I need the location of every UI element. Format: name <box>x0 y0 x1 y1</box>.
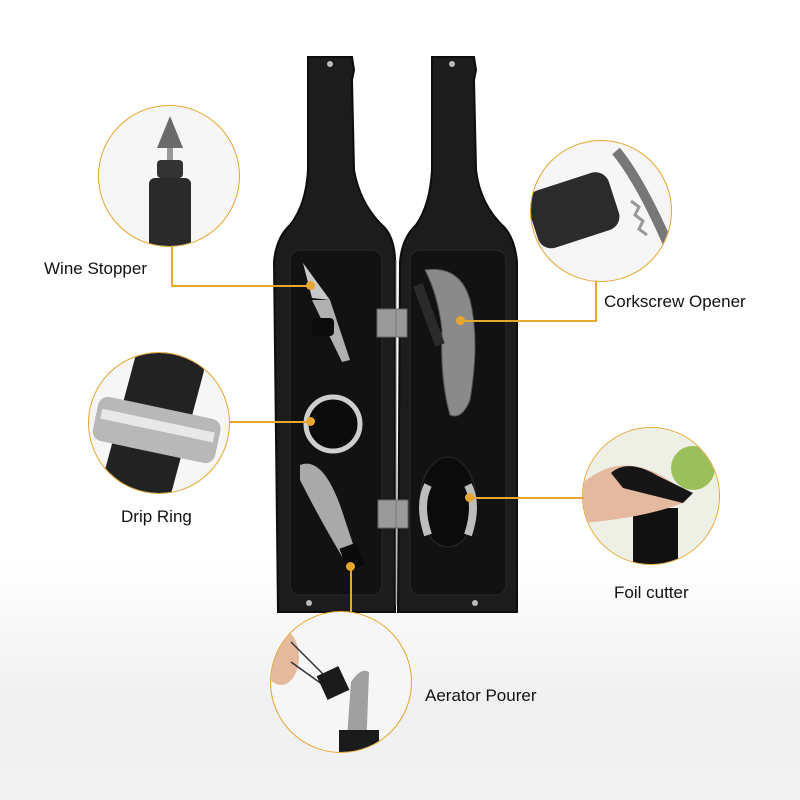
drip-ring-pointer <box>306 417 315 426</box>
wine-stopper-connector <box>171 246 173 286</box>
wine-stopper-pointer <box>306 281 315 290</box>
corkscrew-photo <box>531 147 671 253</box>
corkscrew-label: Corkscrew Opener <box>604 292 746 311</box>
wine-stopper-label: Wine Stopper <box>44 259 147 278</box>
corkscrew-connector <box>595 281 597 321</box>
foil-cutter-pointer <box>465 493 474 502</box>
aerator-pourer-callout-circle <box>270 611 412 753</box>
foil-cutter-callout-circle <box>582 427 720 565</box>
aerator-pourer-connector <box>350 567 352 613</box>
wine-stopper-callout-circle <box>98 105 240 247</box>
foil-cutter-connector <box>470 497 584 499</box>
wine-stopper-connector <box>171 285 311 287</box>
wine-stopper-photo <box>149 116 191 246</box>
foil-cutter-photo <box>583 428 719 564</box>
aerator-pourer-label: Aerator Pourer <box>425 686 537 705</box>
drip-ring-photo <box>92 353 221 493</box>
foil-cutter-label: Foil cutter <box>614 583 689 602</box>
corkscrew-callout-circle <box>530 140 672 282</box>
corkscrew-connector <box>462 320 597 322</box>
corkscrew-pointer <box>456 316 465 325</box>
aerator-pourer-pointer <box>346 562 355 571</box>
aerator-pourer-photo <box>271 629 379 752</box>
drip-ring-label: Drip Ring <box>121 507 192 526</box>
drip-ring-connector <box>229 421 311 423</box>
drip-ring-callout-circle <box>88 352 230 494</box>
